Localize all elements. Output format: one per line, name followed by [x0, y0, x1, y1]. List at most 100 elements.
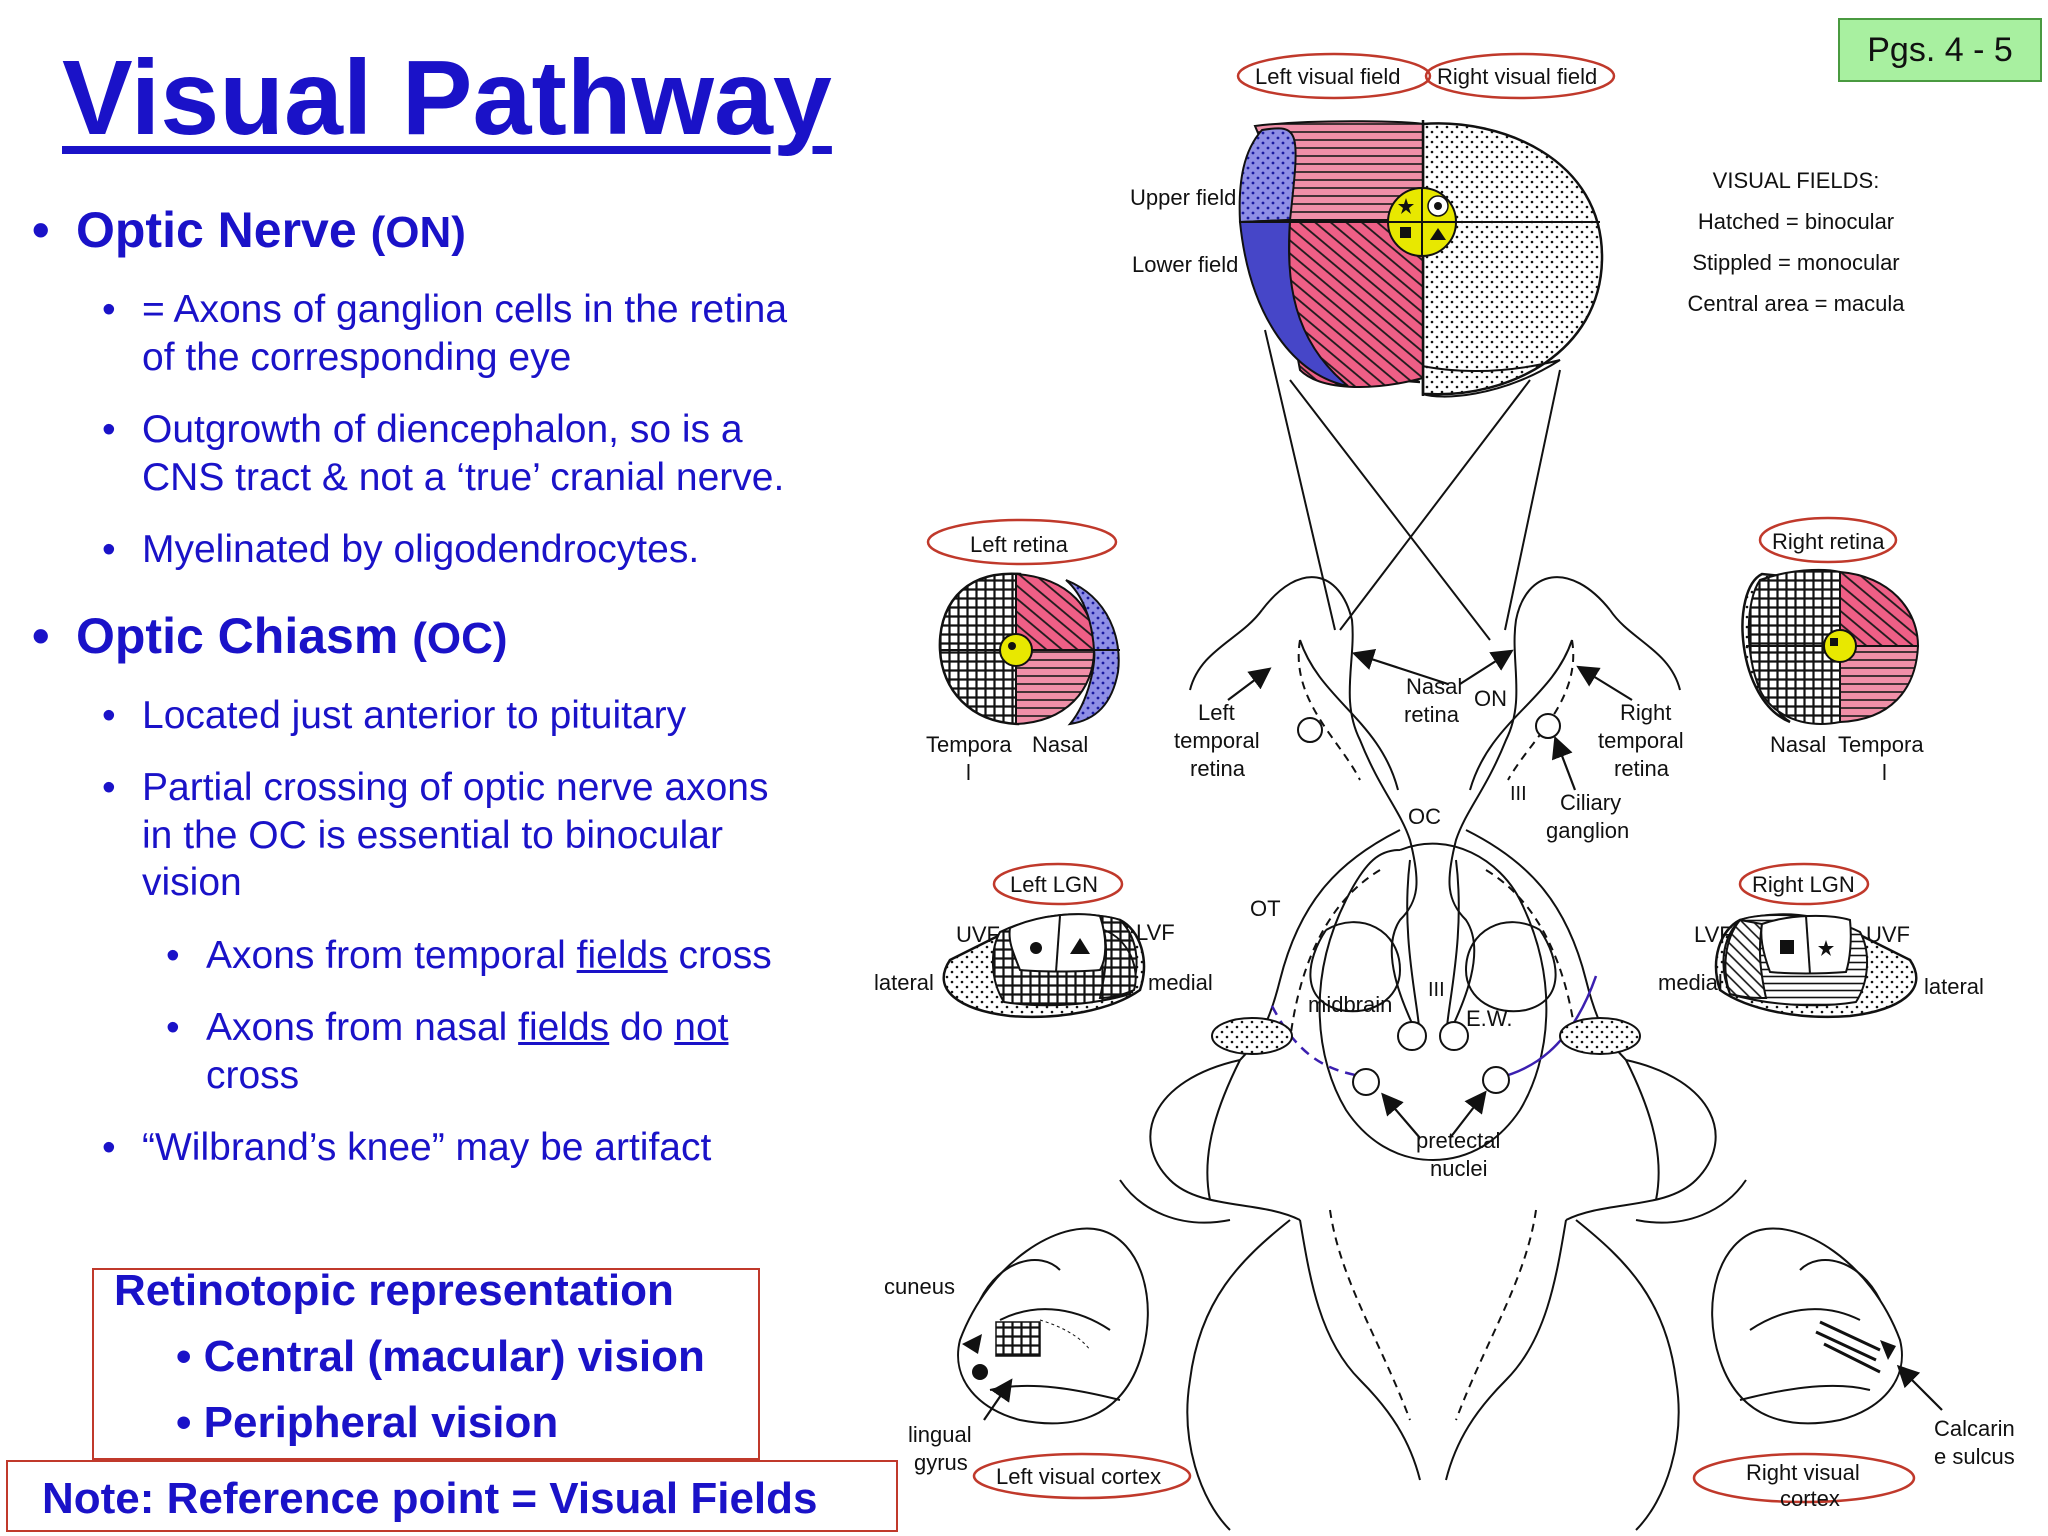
bullet-icon: • — [32, 202, 50, 258]
nasal-retina-label: retina — [1404, 702, 1460, 727]
lingual-gyrus-label: lingual — [908, 1422, 972, 1447]
right-temporal-retina-label: Right — [1620, 700, 1671, 725]
list-item: • Central (macular) vision — [176, 1332, 705, 1381]
nasal-retina-label: Nasal — [1406, 674, 1462, 699]
note-text: Note: Reference point = Visual Fields — [42, 1474, 818, 1523]
oval-marker — [1692, 1452, 1916, 1504]
right-visual-field-label: Right visual field — [1437, 64, 1597, 89]
right-retina-temporal-label: l — [1882, 760, 1887, 785]
legend-item: Hatched = binocular — [1698, 209, 1894, 234]
optic-chiasm-heading: • Optic Chiasm (OC) — [32, 606, 508, 667]
right-retina-label: Right retina — [1772, 529, 1885, 554]
legend-item: Central area = macula — [1687, 291, 1905, 316]
left-visual-cortex-figure — [957, 1227, 1149, 1425]
cn-iii-label: III — [1510, 783, 1527, 805]
list-item: • Outgrowth of diencephalon, so is a CNS… — [102, 406, 822, 501]
list-item-text: Peripheral vision — [203, 1398, 559, 1447]
retinotopic-heading: Retinotopic representation — [114, 1266, 674, 1315]
brain-outline — [1119, 576, 1747, 1531]
lgn-nucleus — [1559, 1017, 1641, 1055]
right-temporal-retina-label: retina — [1614, 756, 1670, 781]
list-item: • Peripheral vision — [176, 1398, 559, 1447]
optic-nerve-label: ON — [1474, 686, 1507, 711]
bullet-icon: • — [102, 1126, 116, 1169]
visual-field-figure — [1238, 120, 1604, 398]
left-temporal-retina-label: Left — [1198, 700, 1235, 725]
fields-link[interactable]: fields — [518, 1006, 610, 1049]
left-visual-cortex-label: Left visual cortex — [996, 1464, 1161, 1489]
oval-marker — [1424, 52, 1616, 100]
list-item-text: = Axons of ganglion cells in the retina … — [142, 288, 788, 379]
calcarine-sulcus-label: e sulcus — [1934, 1444, 2015, 1469]
list-item: • Partial crossing of optic nerve axons … — [102, 764, 802, 907]
list-item: • Located just anterior to pituitary — [102, 692, 822, 740]
list-item: • “Wilbrand’s knee” may be artifact — [102, 1124, 822, 1172]
list-item: • Myelinated by oligodendrocytes. — [102, 526, 822, 574]
note-box — [6, 1460, 898, 1532]
optic-chiasm-title: Optic Chiasm — [76, 608, 399, 664]
list-item-text: Partial crossing of optic nerve axons in… — [142, 766, 769, 905]
left-retina-temporal-label: Tempora — [926, 732, 1012, 757]
fields-link[interactable]: fields — [576, 934, 668, 977]
oval-marker — [926, 518, 1118, 566]
upper-field-label: Upper field — [1130, 185, 1236, 210]
list-item: • = Axons of ganglion cells in the retin… — [102, 286, 822, 381]
bullet-icon: • — [32, 608, 50, 664]
lgn-nucleus — [1211, 1017, 1293, 1055]
optic-chiasm-abbr: (OC) — [412, 614, 508, 663]
text-segment: cross — [206, 1053, 300, 1097]
oval-marker — [1236, 52, 1432, 100]
list-item-text: Myelinated by oligodendrocytes. — [142, 528, 700, 571]
oval-marker — [992, 862, 1124, 906]
right-retina-nasal-label: Nasal — [1770, 732, 1826, 757]
left-lgn-label: Left LGN — [1010, 872, 1098, 897]
retinotopic-box — [92, 1268, 760, 1460]
pretectal-tract — [1497, 975, 1598, 1080]
list-item-text: Located just anterior to pituitary — [142, 694, 687, 737]
right-visual-cortex-label: Right visual — [1746, 1460, 1860, 1485]
list-item: • Axons from nasal fields do not cross — [166, 1004, 816, 1099]
optic-tract-label: OT — [1250, 896, 1281, 921]
lvf-label: LVF — [1694, 922, 1733, 947]
right-visual-cortex-figure — [1711, 1227, 1903, 1425]
medial-label: medial — [1148, 970, 1213, 995]
uvf-label: UVF — [956, 922, 1000, 947]
left-retina-figure — [938, 572, 1120, 726]
midbrain-label: midbrain — [1308, 992, 1392, 1017]
left-lgn-figure — [942, 913, 1146, 1019]
cn-iii-nucleus-label: III — [1428, 979, 1445, 1001]
not-link[interactable]: not — [674, 1006, 729, 1049]
bullet-icon: • — [102, 408, 116, 451]
optic-nerve-abbr: (ON) — [370, 208, 466, 257]
left-retina-nasal-label: Nasal — [1032, 732, 1088, 757]
calcarine-sulcus-label: Calcarin — [1934, 1416, 2015, 1441]
cuneus-label: cuneus — [884, 1274, 955, 1299]
bullet-icon: • — [102, 528, 116, 571]
list-item-text: Central (macular) vision — [203, 1332, 705, 1381]
uvf-label: UVF — [1866, 922, 1910, 947]
text-segment: do — [609, 1006, 675, 1049]
bullet-icon: • — [102, 694, 116, 737]
page-title: Visual Pathway — [62, 39, 832, 157]
lvf-label: LVF — [1136, 920, 1175, 945]
text-segment: Axons from nasal — [206, 1006, 519, 1049]
text-segment: cross — [667, 934, 772, 977]
right-temporal-retina-label: temporal — [1598, 728, 1684, 753]
projection-lines — [1264, 329, 1561, 641]
right-lgn-figure — [1714, 913, 1918, 1019]
pretectal-nuclei-label: pretectal — [1416, 1128, 1500, 1153]
bullet-icon: • — [102, 288, 116, 331]
right-retina-figure — [1741, 568, 1920, 725]
left-temporal-retina-label: temporal — [1174, 728, 1260, 753]
optic-chiasm-label: OC — [1408, 804, 1441, 829]
bullet-icon: • — [166, 934, 180, 977]
optic-nerve-title: Optic Nerve — [76, 202, 357, 258]
edinger-westphal-label: E.W. — [1466, 1006, 1512, 1031]
bullet-icon: • — [102, 766, 116, 809]
list-item-text: “Wilbrand’s knee” may be artifact — [142, 1126, 712, 1169]
lateral-label: lateral — [1924, 974, 1984, 999]
lateral-label: lateral — [874, 970, 934, 995]
pretectal-nuclei-label: nuclei — [1430, 1156, 1487, 1181]
nuclei — [1297, 713, 1561, 1096]
